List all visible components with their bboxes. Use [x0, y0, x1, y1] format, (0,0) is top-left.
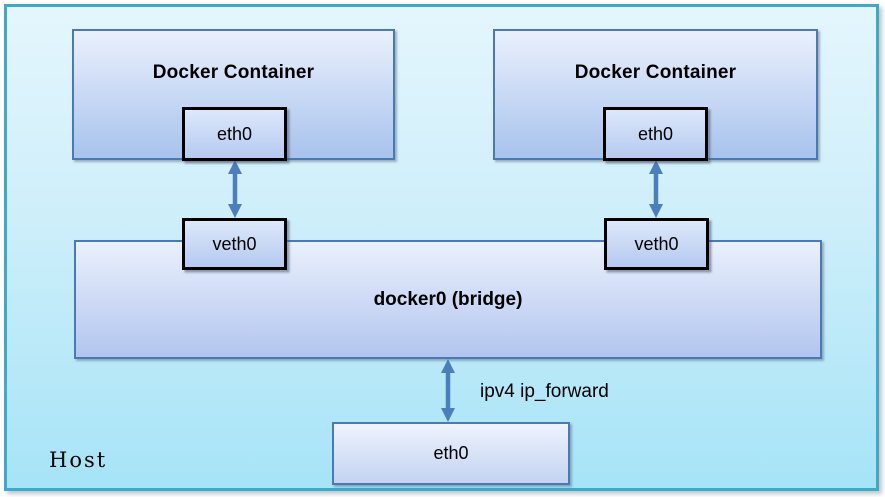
host-eth0-box: eth0 — [332, 422, 570, 485]
double-arrow-icon-right — [649, 160, 663, 218]
veth0-box-right: veth0 — [604, 218, 709, 270]
bridge-label: docker0 (bridge) — [373, 288, 523, 310]
interface-label: veth0 — [634, 233, 679, 254]
container-eth0-box-right: eth0 — [603, 107, 708, 161]
docker-container-title: Docker Container — [152, 62, 315, 83]
host-label: Host — [49, 448, 108, 472]
docker-container-title: Docker Container — [574, 62, 737, 83]
host-panel: Docker Container Docker Container eth0 e… — [4, 4, 879, 491]
double-arrow-icon-left — [228, 160, 242, 218]
ip-forward-label: ipv4 ip_forward — [480, 381, 609, 402]
interface-label: eth0 — [433, 443, 469, 463]
container-eth0-box-left: eth0 — [182, 107, 287, 161]
interface-label: veth0 — [212, 233, 257, 254]
veth0-box-left: veth0 — [182, 218, 287, 270]
double-arrow-icon-bottom — [441, 359, 455, 422]
interface-label: eth0 — [637, 123, 674, 144]
interface-label: eth0 — [216, 123, 253, 144]
